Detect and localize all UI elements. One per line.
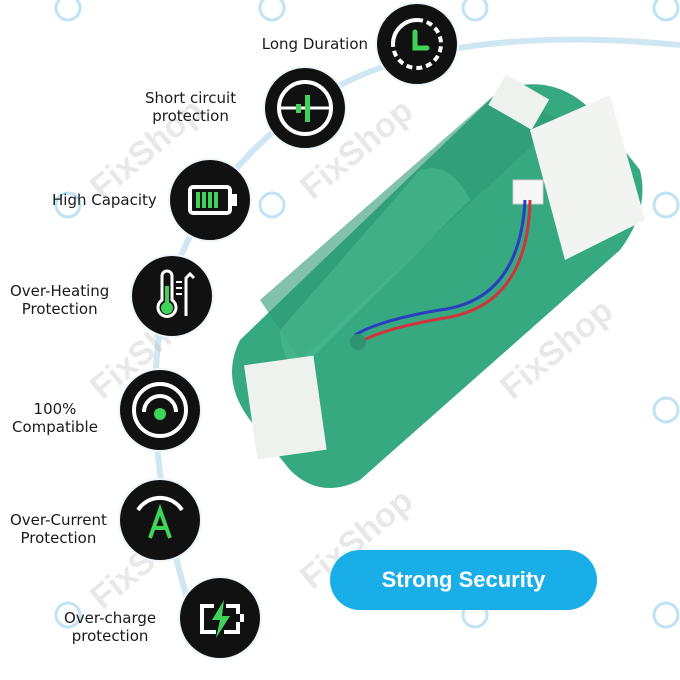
ampere-icon bbox=[136, 495, 184, 539]
feature-label: Long Duration bbox=[261, 35, 368, 53]
feature-long-duration bbox=[377, 4, 457, 84]
feature-compatible bbox=[120, 370, 200, 450]
feature-label: 100%Compatible bbox=[12, 400, 98, 436]
compatible-icon bbox=[132, 382, 188, 438]
feature-high-capacity bbox=[170, 160, 250, 240]
strong-security-button[interactable]: Strong Security bbox=[330, 550, 597, 610]
feature-over-current bbox=[120, 480, 200, 560]
thermometer-icon bbox=[156, 269, 196, 318]
charging-bolt-icon bbox=[200, 600, 244, 638]
clock-icon bbox=[391, 18, 443, 70]
battery-full-icon bbox=[188, 185, 237, 215]
short-circuit-icon bbox=[277, 80, 333, 136]
battery-pack-image bbox=[232, 74, 645, 489]
feature-over-heating bbox=[132, 256, 212, 336]
feature-over-charge bbox=[180, 578, 260, 658]
feature-short-circuit bbox=[265, 68, 345, 148]
feature-label: High Capacity bbox=[52, 191, 157, 209]
